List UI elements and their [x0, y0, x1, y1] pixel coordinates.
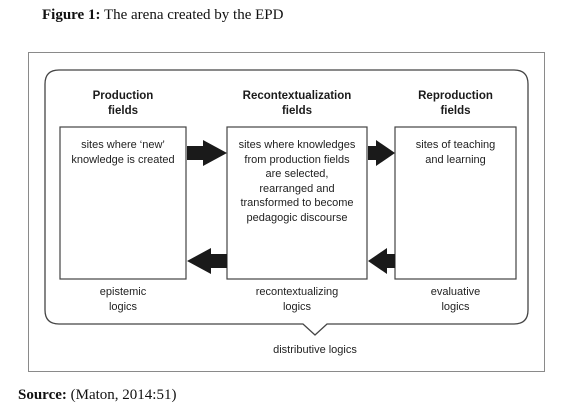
recontextualization-heading-line-2: fields [281, 105, 313, 117]
production-heading-line-2: fields [107, 105, 139, 117]
reproduction-box [394, 126, 517, 280]
arrow-left-recontextualization-to-production [187, 248, 227, 274]
evaluative-logics-line-1: evaluative [430, 286, 481, 298]
source-line: Source: (Maton, 2014:51) [18, 387, 176, 404]
production-heading: Production fields [60, 89, 186, 119]
reproduction-box-text: sites of teaching and learning [395, 138, 516, 167]
reproduction-box-line-1: sites of teaching [415, 139, 496, 151]
recontextualization-box-line-5: transformed to become [240, 197, 354, 209]
recontextualization-box-line-3: are selected, [265, 168, 329, 180]
recontextualization-heading: Recontextualization fields [217, 89, 377, 119]
recontextualizing-logics-line-1: recontextualizing [255, 286, 339, 298]
arrow-left-reproduction-to-recontextualization [368, 248, 395, 274]
production-box-line-1: sites where ‘new’ [81, 139, 165, 151]
epistemic-logics-line-1: epistemic [99, 286, 147, 298]
figure-title: The arena created by the EPD [103, 7, 284, 23]
recontextualizing-logics-line-2: logics [282, 301, 312, 313]
diagram-panel: Production fields Recontextualization fi… [28, 52, 545, 372]
recontextualizing-logics: recontextualizing logics [217, 285, 377, 315]
distributive-logics: distributive logics [273, 344, 357, 356]
evaluative-logics-line-2: logics [441, 301, 470, 313]
recontextualization-heading-line-1: Recontextualization [242, 90, 352, 102]
figure-caption: Figure 1: The arena created by the EPD [42, 7, 283, 24]
source-citation: (Maton, 2014:51) [70, 387, 177, 403]
production-box [59, 126, 187, 280]
recontextualization-box-line-2: from production fields [244, 153, 350, 166]
arrow-right-production-to-recontextualization [187, 140, 227, 166]
production-box-text: sites where ‘new’ knowledge is created [60, 138, 186, 167]
recontextualization-box-text: sites where knowledges from production f… [227, 138, 367, 225]
production-heading-line-1: Production [92, 90, 154, 102]
recontextualization-box-line-4: rearranged and [259, 182, 335, 195]
epistemic-logics-line-2: logics [108, 301, 138, 313]
reproduction-heading-line-1: Reproduction [418, 90, 493, 102]
recontextualization-box-line-6: pedagogic discourse [246, 211, 348, 224]
production-box-line-2: knowledge is created [71, 153, 175, 166]
diagram-svg [44, 69, 529, 336]
reproduction-heading-line-2: fields [440, 105, 471, 117]
recontextualization-box-line-1: sites where knowledges [238, 139, 356, 151]
arena-frame [44, 69, 529, 336]
evaluative-logics: evaluative logics [395, 285, 516, 315]
epistemic-logics: epistemic logics [60, 285, 186, 315]
figure-label: Figure 1: [42, 7, 101, 23]
recontextualization-box [226, 126, 368, 280]
reproduction-box-line-2: and learning [425, 153, 486, 166]
arrow-right-recontextualization-to-reproduction [368, 140, 395, 166]
source-label: Source: [18, 387, 67, 403]
reproduction-heading: Reproduction fields [395, 89, 516, 119]
